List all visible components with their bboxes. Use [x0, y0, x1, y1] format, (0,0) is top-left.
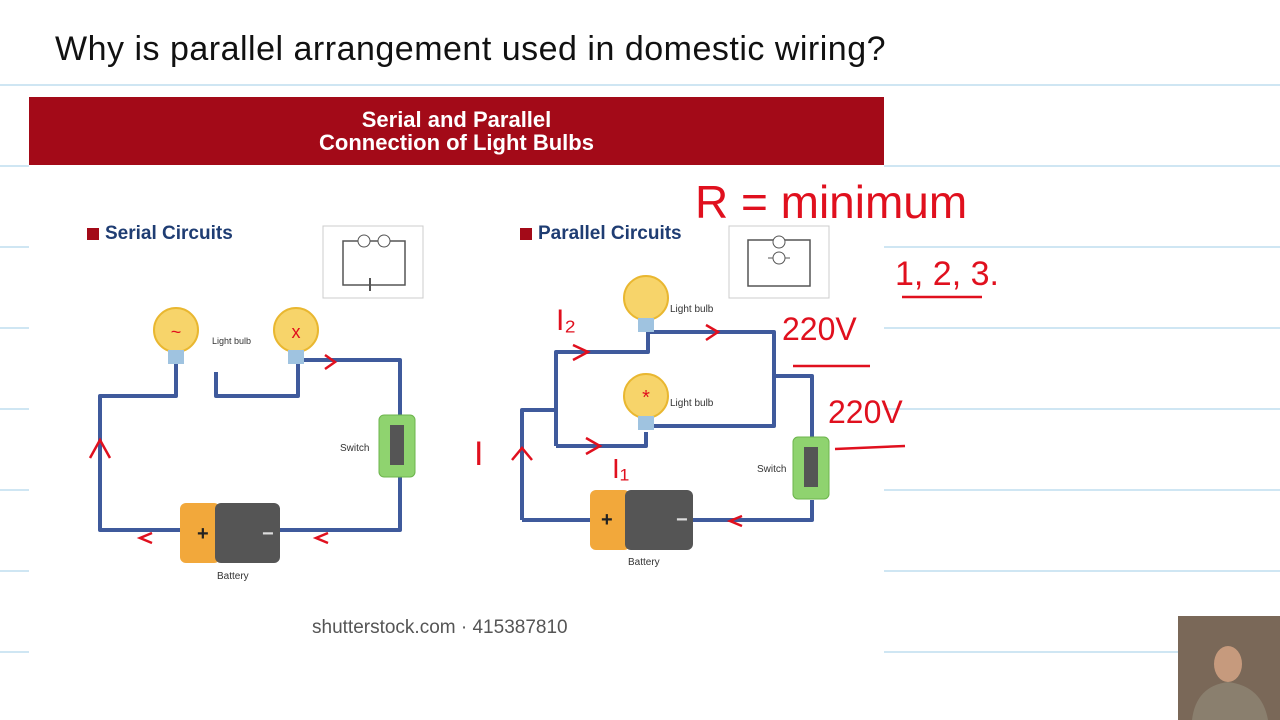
annotation-r-minimum: R = minimum	[695, 176, 967, 228]
parallel-bulb-1-label: Light bulb	[670, 304, 714, 315]
parallel-switch	[792, 436, 830, 500]
question-heading: Why is parallel arrangement used in dome…	[55, 30, 887, 68]
parallel-battery-plus: +	[601, 509, 613, 531]
svg-text:~: ~	[171, 322, 182, 342]
serial-switch-label: Switch	[340, 443, 369, 454]
annotation-current-i1: I₁	[612, 453, 629, 484]
parallel-circuits-title: Parallel Circuits	[520, 223, 682, 245]
parallel-bulb-1	[623, 275, 669, 332]
annotation-220v-top: 220V	[782, 311, 857, 347]
presenter-avatar-icon	[1178, 616, 1280, 720]
current-arrows	[88, 323, 743, 545]
annotation-list: 1, 2, 3.	[895, 255, 999, 293]
bullet-square-icon	[87, 228, 99, 240]
serial-battery-plus: +	[197, 523, 209, 545]
annotation-220v-bottom: 220V	[828, 394, 903, 430]
serial-switch	[378, 414, 416, 478]
serial-bulb-label: Light bulb	[212, 336, 251, 346]
serial-schematic-thumbnail	[322, 225, 424, 299]
parallel-battery-label: Battery	[628, 557, 660, 568]
bullet-square-icon	[520, 228, 532, 240]
parallel-circuit	[520, 330, 814, 522]
serial-circuit	[98, 358, 402, 532]
stock-watermark: shutterstock.com · 415387810	[312, 617, 568, 638]
banner-line-2: Connection of Light Bulbs	[319, 130, 594, 155]
annotation-underlines	[793, 295, 982, 451]
parallel-battery: + −	[590, 490, 693, 550]
parallel-schematic-thumbnail	[728, 225, 830, 299]
presenter-webcam-feed	[1178, 616, 1280, 720]
parallel-bulb-2-label: Light bulb	[670, 398, 714, 409]
parallel-switch-label: Switch	[757, 464, 786, 475]
serial-battery: + −	[180, 503, 280, 563]
svg-text:x: x	[292, 322, 301, 342]
parallel-bulb-2: *	[623, 373, 669, 430]
serial-bulb-2: x	[273, 307, 319, 364]
svg-text:*: *	[642, 387, 650, 409]
parallel-battery-minus: −	[676, 509, 688, 531]
diagram-panel: Serial and Parallel Connection of Light …	[29, 97, 884, 657]
annotation-current-i2: I₂	[556, 304, 576, 337]
diagram-banner: Serial and Parallel Connection of Light …	[29, 97, 884, 165]
banner-line-1: Serial and Parallel	[361, 107, 552, 132]
serial-bulb-1: ~	[153, 307, 199, 364]
serial-circuits-title: Serial Circuits	[87, 223, 233, 245]
serial-battery-minus: −	[262, 523, 274, 545]
annotation-current-total: I	[474, 435, 483, 473]
serial-battery-label: Battery	[217, 571, 249, 582]
